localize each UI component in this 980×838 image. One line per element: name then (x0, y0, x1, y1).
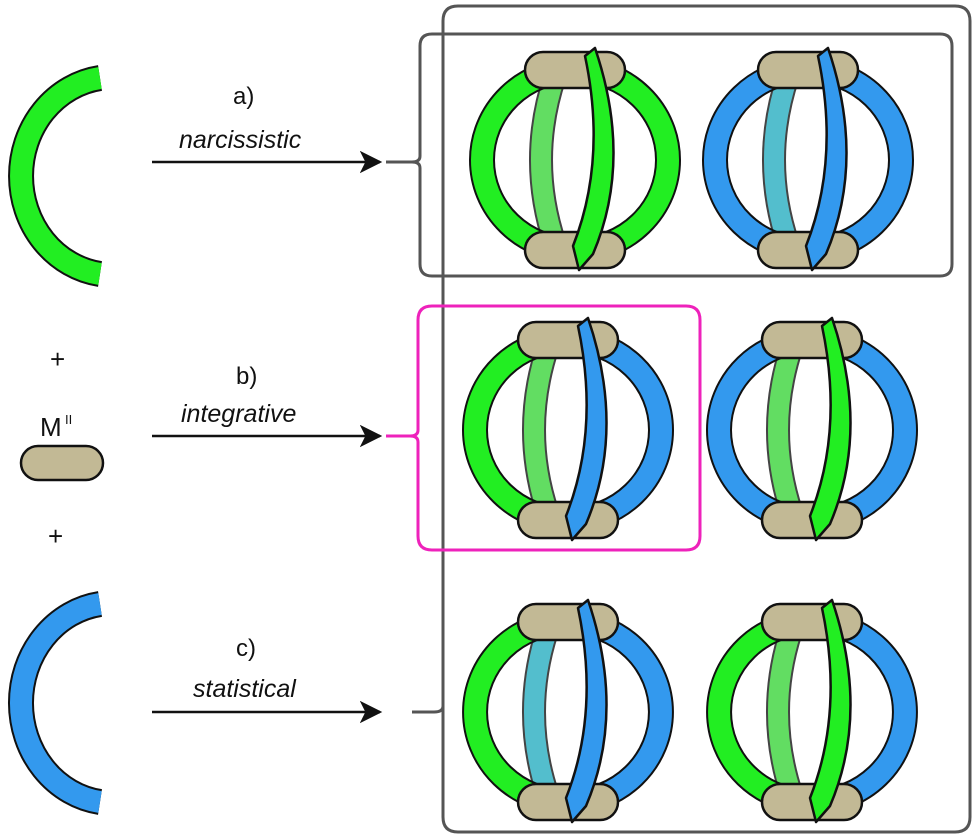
metal-symbol: M (40, 412, 62, 442)
cage-middle-ligand (768, 624, 802, 800)
cage-front-ligand (804, 46, 848, 272)
cage-row1-left (469, 46, 681, 272)
plus-top: + (50, 344, 65, 374)
pathway-c-name: statistical (193, 675, 297, 703)
pathway-a-name: narcissistic (179, 126, 302, 154)
metal-oxidation-state: II (65, 412, 72, 427)
cage-row1-right (702, 46, 914, 272)
blue-ligand (8, 591, 103, 815)
pathway-a: a) narcissistic (152, 83, 383, 174)
plus-bottom: + (48, 521, 63, 551)
cage-middle-ligand (524, 342, 558, 518)
cage-front-ligand (564, 316, 608, 542)
statistical-bracket-box (412, 4, 972, 834)
pathway-c-letter: c) (236, 635, 256, 662)
pathway-b-name: integrative (181, 400, 296, 428)
cage-row2-right (706, 316, 918, 542)
cage-middle-ligand (531, 72, 565, 248)
narcissistic-bracket-box (386, 32, 954, 278)
cage-metal-top (516, 602, 620, 642)
pathway-c: c) statistical (152, 635, 383, 724)
cage-metal-top (760, 320, 864, 360)
cage-middle-ligand (764, 72, 798, 248)
cage-row3-left (462, 598, 674, 824)
integrative-bracket-box (386, 304, 702, 552)
cage-row2-left (462, 316, 674, 542)
statistical-bracket-top (441, 4, 459, 22)
cage-front-ligand (808, 598, 852, 824)
cage-front-ligand (808, 316, 852, 542)
cage-middle-ligand (768, 342, 802, 518)
cage-front-ligand (571, 46, 615, 272)
cage-metal-top (516, 320, 620, 360)
pathway-b: b) integrative (152, 363, 383, 448)
green-ligand (8, 65, 103, 287)
metal-label: M II (40, 412, 72, 442)
cage-row3-right (706, 598, 918, 824)
pathway-b-letter: b) (236, 363, 257, 390)
cage-metal-top (760, 602, 864, 642)
cage-metal-top (756, 50, 860, 90)
cage-metal-top (523, 50, 627, 90)
metal-ion (19, 444, 105, 482)
cage-products (462, 46, 918, 824)
cage-middle-ligand (524, 624, 558, 800)
pathway-a-letter: a) (233, 83, 254, 110)
cage-front-ligand (564, 598, 608, 824)
